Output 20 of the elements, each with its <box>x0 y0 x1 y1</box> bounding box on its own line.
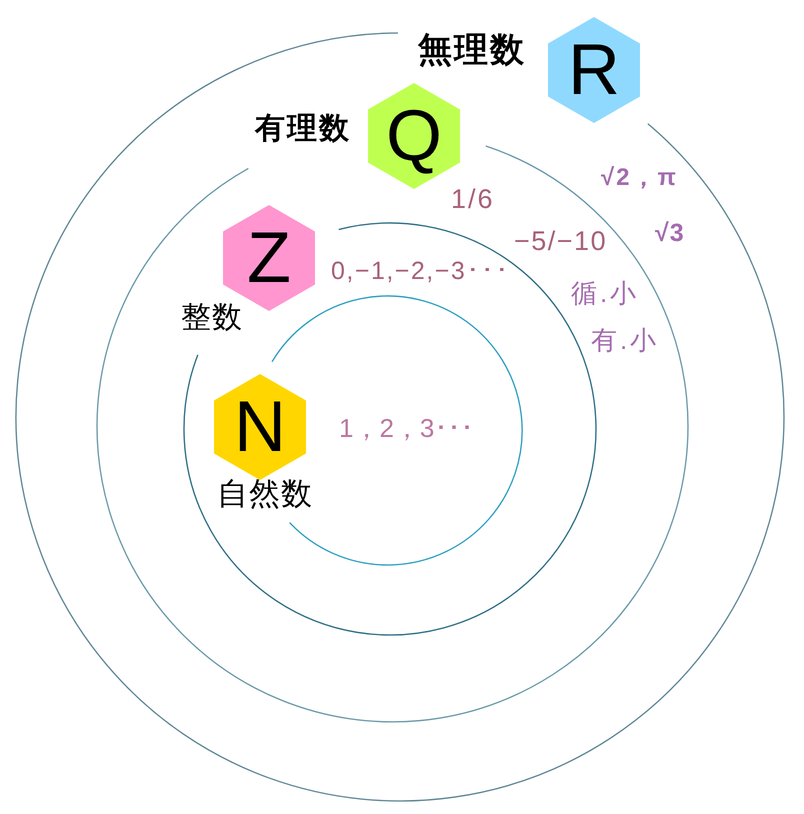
hexagon <box>548 17 640 123</box>
number-example: 循.小 <box>571 280 640 306</box>
hexagon <box>214 374 306 480</box>
set-name: 整数 <box>180 302 243 333</box>
set-letter: R <box>568 34 620 106</box>
number-example: 0,−1,−2,−3･･･ <box>331 259 510 284</box>
number-example: 有.小 <box>591 327 660 353</box>
set-letter: N <box>234 390 286 463</box>
set-name: 有理数 <box>254 114 351 144</box>
set-name: 無理数 <box>418 33 526 67</box>
hexagon <box>368 82 460 189</box>
circle-outline <box>15 32 785 802</box>
number-example: √2，π <box>601 166 678 190</box>
set-letter: Z <box>246 222 291 294</box>
number-example: √3 <box>655 221 685 246</box>
number-example: 1/6 <box>451 186 495 213</box>
number-example: −5/−10 <box>514 228 608 255</box>
set-name: 自然数 <box>216 478 313 509</box>
set-letter: Q <box>386 100 442 172</box>
number-example: 1，2，3･･･ <box>339 415 474 441</box>
